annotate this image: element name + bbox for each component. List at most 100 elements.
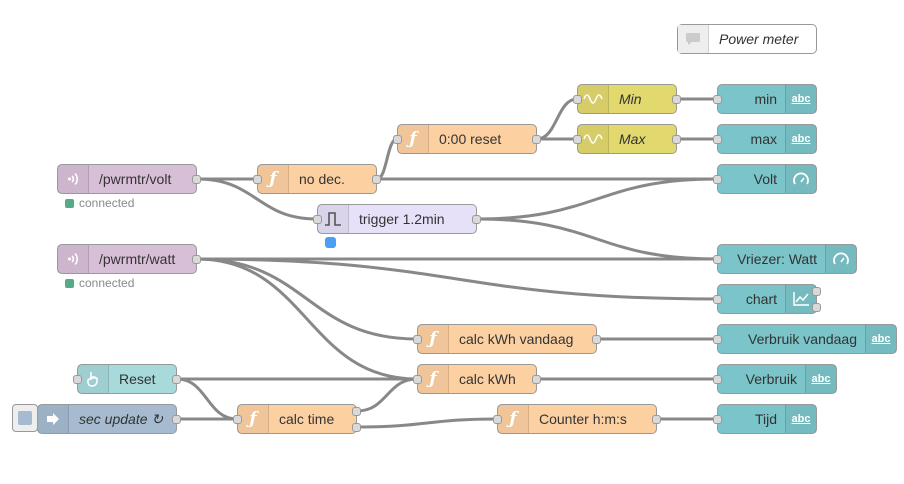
function-icon: ƒ — [418, 365, 449, 393]
radio-waves-icon — [58, 165, 89, 193]
output-port[interactable] — [672, 95, 681, 104]
smooth-max[interactable]: Max — [573, 124, 681, 154]
node-label: 0:00 reset — [439, 131, 502, 147]
wave-icon — [578, 125, 609, 153]
output-port[interactable] — [532, 375, 541, 384]
input-port[interactable] — [713, 335, 722, 344]
node-label: max — [750, 131, 777, 147]
node-label: Counter h:m:s — [539, 411, 627, 427]
text-icon: abc — [785, 125, 816, 153]
function-calc-time[interactable]: ƒ calc time — [233, 404, 361, 434]
text-icon: abc — [865, 325, 896, 353]
line-chart-icon — [785, 285, 816, 313]
mqtt-in-volt[interactable]: /pwrmtr/volt — [57, 164, 201, 194]
wire — [196, 257, 418, 381]
input-port[interactable] — [573, 135, 582, 144]
node-label: Tijd — [754, 411, 777, 427]
input-port[interactable] — [253, 175, 262, 184]
node-label: no dec. — [299, 171, 345, 187]
text-output-max[interactable]: max abc — [713, 124, 817, 154]
node-label: Min — [619, 91, 642, 107]
node-label: Verbruik — [745, 371, 797, 387]
wire — [196, 257, 418, 341]
inject-trigger-button[interactable] — [12, 404, 38, 432]
output-port[interactable] — [652, 415, 661, 424]
output-port-2[interactable] — [812, 303, 821, 312]
node-label: min — [754, 91, 777, 107]
node-label: calc kWh — [459, 371, 516, 387]
button-reset[interactable]: Reset — [73, 364, 181, 394]
output-port[interactable] — [192, 255, 201, 264]
gauge-output-volt[interactable]: Volt — [713, 164, 817, 194]
node-label: sec update ↻ — [79, 410, 164, 427]
arrow-right-icon — [38, 405, 69, 433]
output-port[interactable] — [532, 135, 541, 144]
output-port-1[interactable] — [812, 287, 821, 296]
wire — [476, 177, 718, 221]
input-port[interactable] — [413, 375, 422, 384]
wire — [196, 177, 318, 221]
wire — [376, 137, 398, 181]
smooth-min[interactable]: Min — [573, 84, 681, 114]
input-port[interactable] — [713, 375, 722, 384]
node-label: trigger 1.2min — [359, 211, 445, 227]
function-0-00-reset[interactable]: ƒ 0:00 reset — [393, 124, 541, 154]
output-port[interactable] — [592, 335, 601, 344]
input-port[interactable] — [393, 135, 402, 144]
function-counter[interactable]: ƒ Counter h:m:s — [493, 404, 661, 434]
inject-sec-update[interactable]: sec update ↻ — [37, 404, 181, 434]
trigger-pulse-icon — [318, 205, 349, 233]
input-port[interactable] — [713, 95, 722, 104]
hand-pointer-icon — [78, 365, 109, 393]
output-port[interactable] — [372, 175, 381, 184]
input-port[interactable] — [493, 415, 502, 424]
output-port-1[interactable] — [352, 407, 361, 416]
input-port[interactable] — [313, 215, 322, 224]
wire — [476, 217, 718, 261]
text-icon: abc — [785, 405, 816, 433]
wire — [356, 377, 418, 413]
status-connected: connected — [65, 276, 134, 290]
function-no-dec[interactable]: ƒ no dec. — [253, 164, 381, 194]
status-text: connected — [79, 196, 135, 210]
input-port[interactable] — [713, 255, 722, 264]
output-port-2[interactable] — [352, 423, 361, 432]
input-port[interactable] — [713, 135, 722, 144]
input-port[interactable] — [573, 95, 582, 104]
input-port[interactable] — [713, 415, 722, 424]
node-label: /pwrmtr/watt — [99, 251, 176, 267]
node-label: Verbruik vandaag — [748, 331, 857, 347]
output-port[interactable] — [172, 375, 181, 384]
gauge-output-vriezer-watt[interactable]: Vriezer: Watt — [713, 244, 857, 274]
wire — [196, 257, 718, 301]
input-port[interactable] — [73, 375, 82, 384]
comment-power-meter[interactable]: Power meter — [677, 24, 817, 54]
function-calc-kwh-vandaag[interactable]: ƒ calc kWh vandaag — [413, 324, 601, 354]
node-label: Max — [619, 131, 646, 147]
status-text: connected — [79, 276, 135, 290]
output-port[interactable] — [172, 415, 181, 424]
trigger-node[interactable]: trigger 1.2min — [313, 204, 481, 234]
text-output-tijd[interactable]: Tijd abc — [713, 404, 817, 434]
output-port[interactable] — [192, 175, 201, 184]
output-port[interactable] — [472, 215, 481, 224]
node-label: Vriezer: Watt — [737, 251, 817, 267]
comment-label: Power meter — [719, 31, 799, 47]
text-output-verbruik-vandaag[interactable]: Verbruik vandaag abc — [713, 324, 897, 354]
text-output-verbruik[interactable]: Verbruik abc — [713, 364, 837, 394]
function-calc-kwh[interactable]: ƒ calc kWh — [413, 364, 541, 394]
function-icon: ƒ — [498, 405, 529, 433]
input-port[interactable] — [233, 415, 242, 424]
chart-output[interactable]: chart — [713, 284, 821, 314]
status-dot — [65, 198, 74, 208]
text-output-min[interactable]: min abc — [713, 84, 817, 114]
input-port[interactable] — [713, 175, 722, 184]
input-port[interactable] — [413, 335, 422, 344]
mqtt-in-watt[interactable]: /pwrmtr/watt — [57, 244, 201, 274]
wire — [356, 417, 498, 429]
input-port[interactable] — [713, 295, 722, 304]
output-port[interactable] — [672, 135, 681, 144]
status-connected: connected — [65, 196, 134, 210]
text-icon: abc — [805, 365, 836, 393]
